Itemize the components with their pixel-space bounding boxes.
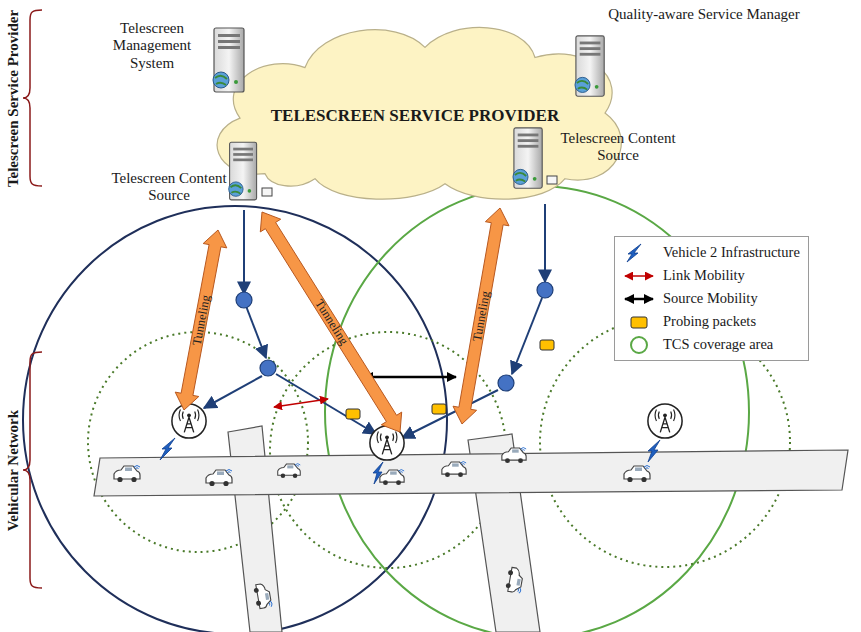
probing-packet <box>346 409 360 419</box>
car <box>505 567 524 594</box>
router-link <box>544 204 546 282</box>
tunneling-arrow <box>453 208 509 424</box>
car <box>624 466 650 483</box>
cloud-region: TELESCREEN SERVICE PROVIDER <box>195 12 635 204</box>
server-icon <box>575 36 604 96</box>
router <box>236 292 252 308</box>
server-icon <box>213 28 604 200</box>
legend-text: Probing packets <box>663 313 756 330</box>
router-link <box>402 390 498 438</box>
server-name: Quality-aware Service Manager <box>604 6 804 23</box>
legend-row: Probing packets <box>621 310 800 333</box>
bracket <box>23 10 42 588</box>
road-side-unit <box>648 404 682 438</box>
car <box>278 464 301 478</box>
bracket <box>23 10 42 186</box>
arrow-label: Tunneling <box>190 294 212 346</box>
car <box>380 470 404 485</box>
legend-symbol <box>625 275 653 277</box>
server-icon <box>513 128 542 188</box>
legend-text: Vehicle 2 Infrastructure <box>663 244 800 261</box>
router-link <box>243 210 245 294</box>
legend-swatch <box>621 312 657 332</box>
lock-icon <box>262 176 557 196</box>
server-name: Telescreen Content Source <box>110 170 228 205</box>
server-name: Telescreen Content Source <box>552 130 684 165</box>
legend-swatch <box>631 317 647 328</box>
router-link <box>246 306 266 358</box>
router-link <box>204 376 262 408</box>
road-side-unit <box>172 404 206 438</box>
region-title: TELESCREEN SERVICE PROVIDER <box>195 106 635 126</box>
road <box>94 426 848 632</box>
legend-row: TCS coverage area <box>621 333 800 356</box>
tunneling-arrow <box>260 212 401 432</box>
lock-icon <box>547 176 557 184</box>
tunneling-arrow <box>175 230 227 410</box>
v2i-link <box>648 440 660 462</box>
v2i-link <box>160 438 660 484</box>
link-mobility-arrow <box>274 399 328 407</box>
router-link <box>512 298 542 374</box>
server-label: Telescreen Content Source <box>552 130 684 165</box>
road <box>94 450 848 496</box>
legend-symbol <box>625 297 653 300</box>
tunneling-arrow <box>175 208 509 432</box>
v2i-link <box>373 462 383 484</box>
legend-symbol <box>631 337 647 353</box>
car <box>442 462 466 477</box>
lock-icon <box>262 188 272 196</box>
server-icon <box>229 142 257 200</box>
link-mobility-arrow <box>274 399 328 407</box>
road-side-unit <box>172 404 682 460</box>
router-link <box>204 204 545 438</box>
arrow-label: Tunneling <box>470 290 491 342</box>
server-icon <box>213 28 244 92</box>
car <box>114 448 650 610</box>
legend-row: Vehicle 2 Infrastructure <box>621 241 800 264</box>
car <box>206 470 232 487</box>
legend-symbol <box>621 289 657 309</box>
router <box>260 360 276 376</box>
legend-symbol <box>621 335 657 355</box>
v2i-link <box>160 438 175 460</box>
legend: Vehicle 2 InfrastructureLink MobilitySou… <box>614 236 809 361</box>
car <box>114 466 140 483</box>
server-label: Quality-aware Service Manager <box>604 6 804 23</box>
group-label: Vehicular Network <box>6 409 21 530</box>
source-mobility-arrow <box>364 377 456 378</box>
car <box>253 583 272 610</box>
router <box>537 282 553 298</box>
legend-text: Link Mobility <box>663 267 745 284</box>
car <box>502 448 526 463</box>
legend-symbol <box>627 244 641 262</box>
legend-symbol <box>621 243 657 263</box>
source-mobility-arrow <box>364 376 456 379</box>
server-name: Telescreen Management System <box>96 20 208 72</box>
server-label: Telescreen Content Source <box>110 170 228 205</box>
arrow-label: Tunneling <box>312 297 350 347</box>
router <box>236 282 553 391</box>
legend-text: TCS coverage area <box>663 336 773 353</box>
probing-packet <box>432 404 446 414</box>
legend-row: Source Mobility <box>621 287 800 310</box>
bracket <box>23 352 42 588</box>
router <box>498 375 514 391</box>
group-label: Telescreen Service Provider <box>6 9 21 186</box>
probing-packet <box>540 340 554 350</box>
legend-symbol <box>621 266 657 286</box>
server-label: Telescreen Management System <box>96 20 208 72</box>
legend-row: Link Mobility <box>621 264 800 287</box>
legend-text: Source Mobility <box>663 290 758 307</box>
